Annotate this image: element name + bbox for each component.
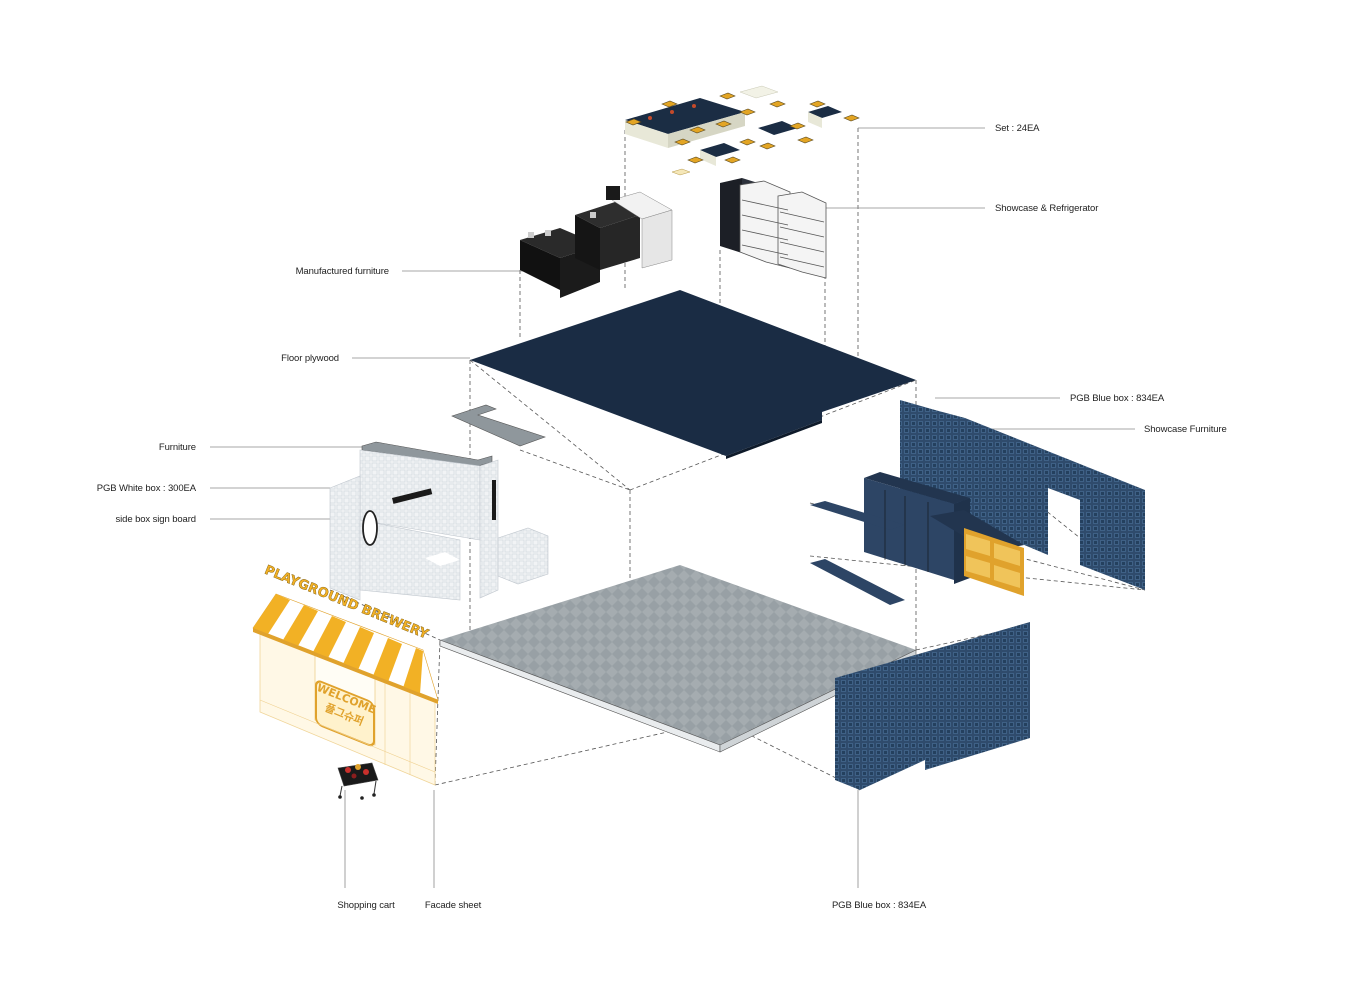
label-facade-sheet: Facade sheet: [424, 900, 482, 911]
label-pgb-white-box: PGB White box : 300EA: [96, 483, 196, 494]
label-showcase-furniture: Showcase Furniture: [1144, 424, 1227, 435]
furniture-counter: [361, 404, 546, 467]
label-set: Set : 24EA: [995, 123, 1040, 134]
showcase-refrigerator: [720, 178, 827, 279]
manufactured-furniture: [520, 186, 673, 298]
facade-sheet: WELCOME 플그슈퍼: [259, 627, 436, 786]
blue-box-wall-front: [835, 622, 1030, 790]
blue-box-wall-back: [900, 400, 1145, 590]
label-pgb-blue-box-bottom: PGB Blue box : 834EA: [831, 900, 927, 911]
leader-lines: [210, 127, 1135, 888]
label-furniture: Furniture: [158, 442, 196, 453]
shopping-cart: [337, 762, 379, 800]
table-sets: [625, 85, 860, 176]
showcase-furniture: [810, 472, 1024, 605]
label-pgb-blue-box-top: PGB Blue box : 834EA: [1070, 393, 1165, 404]
label-manufactured-furniture: Manufactured furniture: [295, 266, 389, 277]
label-showcase-refrigerator: Showcase & Refrigerator: [995, 203, 1099, 214]
white-box-walls: [329, 449, 549, 601]
label-shopping-cart: Shopping cart: [337, 900, 395, 911]
floor-plywood: [470, 290, 916, 459]
label-side-box-sign-board: side box sign board: [115, 514, 197, 525]
label-floor-plywood: Floor plywood: [281, 353, 339, 364]
side-box-sign-board: [362, 510, 378, 546]
